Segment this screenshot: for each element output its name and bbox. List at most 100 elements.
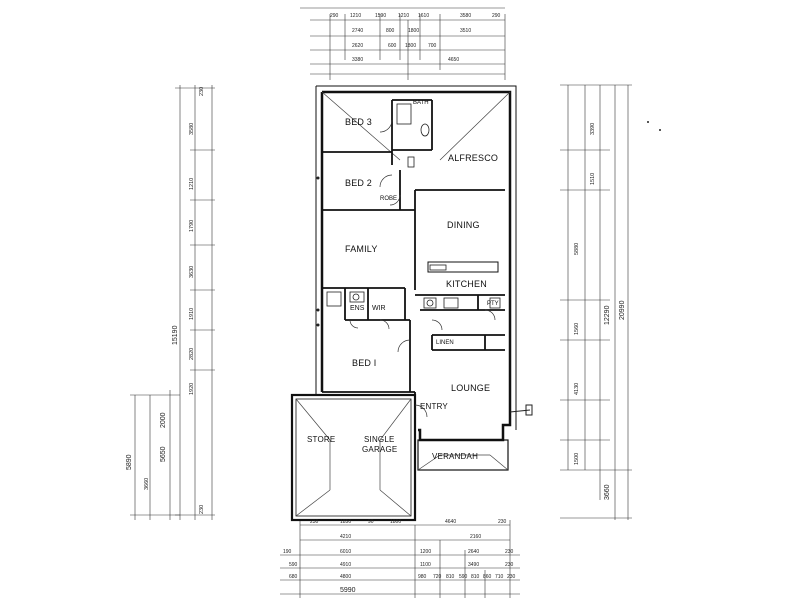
left-dim-seg-8: 230 xyxy=(199,504,205,514)
room-store: STORE xyxy=(307,435,336,444)
top-dim-r1-6: 290 xyxy=(492,13,501,19)
room-bath: BATH xyxy=(413,100,429,106)
top-dimension-lines xyxy=(300,7,506,80)
bottom-dim-r4-0: 590 xyxy=(289,562,298,568)
bottom-dim-r5-1: 4800 xyxy=(340,574,352,580)
right-dim-seg-3: 1560 xyxy=(574,322,580,335)
room-family: FAMILY xyxy=(345,244,378,254)
door-swings xyxy=(349,119,496,418)
bottom-dimension-lines xyxy=(280,520,520,598)
front-step xyxy=(509,404,533,416)
top-dim-r1-1: 1210 xyxy=(350,13,362,19)
top-dim-r1-5: 3580 xyxy=(460,13,472,19)
right-dim-mid: 12290 xyxy=(604,305,611,325)
top-dim-r2-0: 2740 xyxy=(352,28,364,34)
top-dim-r4-1: 4650 xyxy=(448,57,460,63)
room-wir: WIR xyxy=(372,305,386,312)
bottom-dim-r2-1: 2160 xyxy=(470,534,482,540)
top-dim-r1-3: 1210 xyxy=(398,13,410,19)
bottom-dim-r2-0: 4210 xyxy=(340,534,352,540)
bottom-dim-r5-6: 810 xyxy=(471,574,480,580)
bottom-dim-total: 5990 xyxy=(340,587,356,594)
room-single: SINGLE xyxy=(364,435,395,444)
bottom-dim-r4-2: 1100 xyxy=(420,562,431,568)
bottom-dim-r5-5: 590 xyxy=(459,574,468,580)
top-dim-r2-2: 1800 xyxy=(408,28,420,34)
right-dim-seg-1: 1510 xyxy=(590,172,596,185)
bottom-dim-r5-2: 980 xyxy=(418,574,427,580)
room-alfresco: ALFRESCO xyxy=(448,153,499,163)
top-dim-r2-3: 3510 xyxy=(460,28,472,34)
bottom-dim-r3-4: 230 xyxy=(505,549,514,555)
top-dim-r3-0: 2620 xyxy=(352,43,364,49)
top-dim-r1-0: 290 xyxy=(330,13,339,19)
left-dim-garage-inner: 5650 xyxy=(160,446,167,462)
right-dim-lower: 3660 xyxy=(604,484,611,500)
left-dim-seg-6: 2820 xyxy=(189,347,195,360)
room-linen: LINEN xyxy=(436,340,454,346)
survey-dots xyxy=(316,121,661,327)
left-dim-seg-7: 1920 xyxy=(189,382,195,395)
room-lounge: LOUNGE xyxy=(451,383,491,393)
bottom-dim-r4-1: 4910 xyxy=(340,562,352,568)
left-dim-seg-0: 230 xyxy=(199,86,205,96)
bottom-dim-r3-0: 190 xyxy=(283,549,292,555)
top-dim-r3-1: 600 xyxy=(388,43,397,49)
left-dim-seg-4: 3630 xyxy=(189,265,195,278)
room-bed3: BED 3 xyxy=(345,117,373,127)
right-dim-overall: 20990 xyxy=(619,300,626,320)
bottom-dim-r1-0: 230 xyxy=(310,519,319,525)
bottom-dim-r5-4: 810 xyxy=(446,574,455,580)
bottom-dim-r3-1: 6010 xyxy=(340,549,352,555)
top-dim-r4-0: 3380 xyxy=(352,57,364,63)
bottom-dim-r4-3: 3490 xyxy=(468,562,480,568)
left-dim-seg-2: 1210 xyxy=(189,177,195,190)
bottom-dim-r4-4: 230 xyxy=(505,562,514,568)
roof-lines xyxy=(295,91,511,517)
top-dim-r1-2: 1590 xyxy=(375,13,387,19)
bottom-dim-r1-2: 90 xyxy=(368,519,374,525)
top-dim-r2-1: 800 xyxy=(386,28,395,34)
bottom-dim-r5-7: 860 xyxy=(483,574,492,580)
left-dim-garage-a: 2000 xyxy=(160,412,167,428)
left-dim-seg-5: 1910 xyxy=(189,307,195,320)
interior-walls xyxy=(322,99,505,440)
fixtures xyxy=(326,103,501,309)
room-garage: GARAGE xyxy=(362,445,398,454)
right-dim-seg-4: 4130 xyxy=(574,382,580,395)
right-dim-seg-5: 1500 xyxy=(574,452,580,465)
room-dining: DINING xyxy=(447,220,480,230)
left-dim-seg-3: 1790 xyxy=(189,219,195,232)
bottom-dim-r1-1: 1850 xyxy=(340,519,352,525)
left-dim-garage-mid: 3660 xyxy=(144,477,150,490)
room-bed1: BED I xyxy=(352,358,377,368)
room-entry: ENTRY xyxy=(420,402,448,411)
bottom-dim-r3-3: 2640 xyxy=(468,549,480,555)
bottom-dim-r5-3: 720 xyxy=(433,574,442,580)
room-ens: ENS xyxy=(350,305,365,312)
left-dim-overall: 15190 xyxy=(172,325,179,345)
left-dim-garage-outer: 5890 xyxy=(126,454,133,470)
room-verandah: VERANDAH xyxy=(432,452,479,461)
bottom-dim-r5-9: 230 xyxy=(507,574,516,580)
bottom-dim-r3-2: 1200 xyxy=(420,549,432,555)
right-dim-seg-2: 5880 xyxy=(574,242,580,255)
room-kitchen: KITCHEN xyxy=(446,279,487,289)
room-bed2: BED 2 xyxy=(345,178,373,188)
top-dim-r3-3: 700 xyxy=(428,43,437,49)
room-robe: ROBE xyxy=(380,196,398,202)
outer-walls xyxy=(290,85,517,522)
left-dimension-lines xyxy=(130,85,215,520)
top-dim-r1-4: 1610 xyxy=(418,13,430,19)
right-dim-seg-0: 3390 xyxy=(590,122,596,135)
bottom-dim-r1-3: 1800 xyxy=(390,519,402,525)
bottom-dim-r5-8: 710 xyxy=(495,574,504,580)
top-dim-r3-2: 1800 xyxy=(405,43,417,49)
bottom-dim-r1-4: 4640 xyxy=(445,519,457,525)
bottom-dim-r1-5: 230 xyxy=(498,519,507,525)
right-dimension-lines xyxy=(560,84,632,520)
bottom-dim-r5-0: 680 xyxy=(289,574,298,580)
room-pty: PTY xyxy=(487,301,499,307)
left-dim-seg-1: 3580 xyxy=(189,122,195,135)
